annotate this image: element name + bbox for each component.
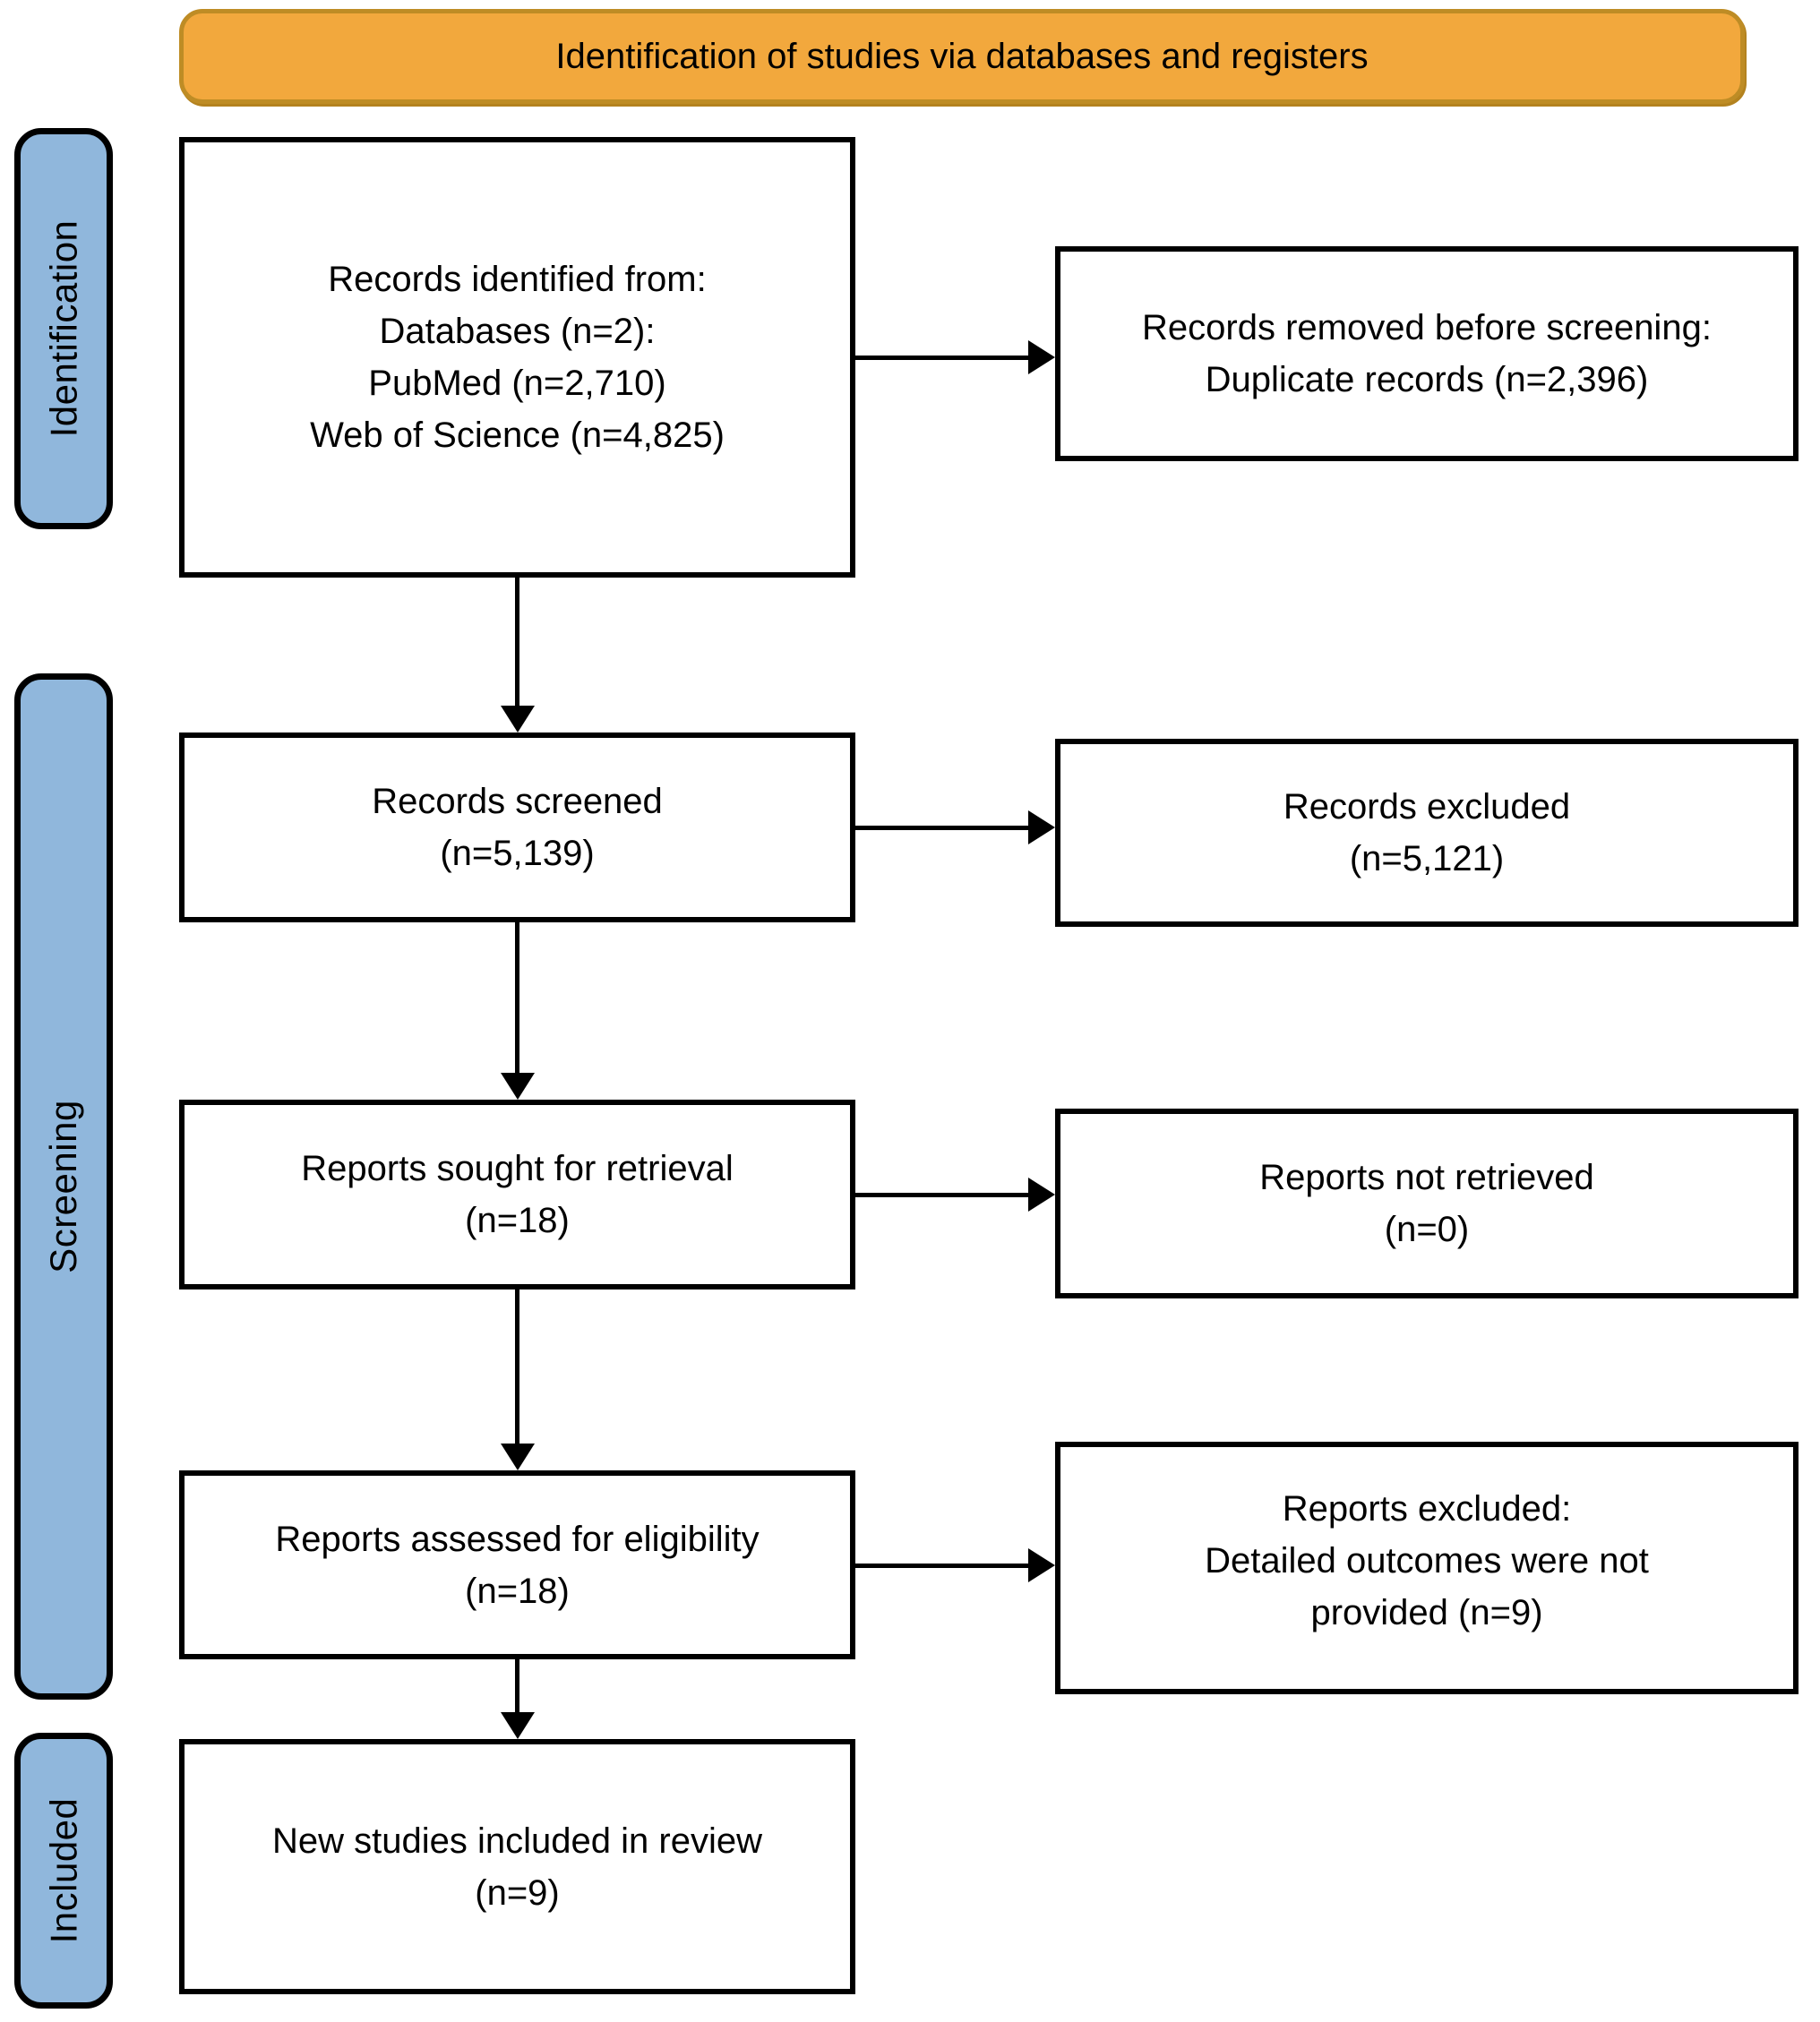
reports-assessed-line: Reports assessed for eligibility	[275, 1519, 760, 1559]
stage-label-screening-text: Screening	[42, 1100, 84, 1273]
new-studies-included-box: New studies included in review (n=9)	[179, 1739, 855, 1994]
reports-assessed-line: (n=18)	[465, 1571, 570, 1611]
records-screened-line: (n=5,139)	[440, 834, 595, 873]
records-identified-box: Records identified from: Databases (n=2)…	[179, 137, 855, 578]
arrow-down-icon	[501, 1073, 535, 1100]
stage-label-included: Included	[14, 1733, 113, 2009]
new-studies-included-line: New studies included in review	[272, 1821, 762, 1861]
arrow-right-icon	[1028, 340, 1055, 374]
new-studies-included-line: (n=9)	[475, 1872, 560, 1913]
reports-sought-box: Reports sought for retrieval (n=18)	[179, 1100, 855, 1289]
arrow-line	[515, 922, 519, 1075]
records-screened-box: Records screened (n=5,139)	[179, 733, 855, 922]
reports-excluded-box: Reports excluded: Detailed outcomes were…	[1055, 1442, 1799, 1694]
records-excluded-line: (n=5,121)	[1349, 839, 1505, 878]
records-removed-line: Duplicate records (n=2,396)	[1205, 360, 1649, 399]
arrow-line	[855, 826, 1030, 830]
banner-identification-via-databases: Identification of studies via databases …	[179, 9, 1745, 104]
stage-label-identification: Identification	[14, 128, 113, 529]
arrow-right-icon	[1028, 1548, 1055, 1582]
records-removed-box: Records removed before screening: Duplic…	[1055, 246, 1799, 461]
reports-sought-line: Reports sought for retrieval	[301, 1149, 734, 1188]
arrow-down-icon	[501, 706, 535, 733]
reports-sought-line: (n=18)	[465, 1201, 570, 1240]
reports-assessed-box: Reports assessed for eligibility (n=18)	[179, 1470, 855, 1659]
reports-excluded-line: provided (n=9)	[1310, 1593, 1543, 1632]
arrow-right-icon	[1028, 1178, 1055, 1212]
arrow-line	[855, 1564, 1030, 1568]
records-identified-line: Databases (n=2):	[379, 312, 656, 351]
arrow-line	[515, 1659, 519, 1715]
stage-label-included-text: Included	[42, 1797, 85, 1944]
arrow-down-icon	[501, 1444, 535, 1470]
arrow-down-icon	[501, 1712, 535, 1739]
reports-excluded-line: Reports excluded:	[1282, 1489, 1572, 1529]
reports-not-retrieved-line: Reports not retrieved	[1259, 1158, 1594, 1197]
reports-not-retrieved-line: (n=0)	[1384, 1210, 1470, 1249]
arrow-line	[855, 1193, 1030, 1197]
records-screened-line: Records screened	[372, 782, 663, 821]
records-identified-line: Web of Science (n=4,825)	[310, 416, 725, 455]
arrow-line	[855, 356, 1030, 360]
records-excluded-line: Records excluded	[1283, 787, 1571, 827]
records-excluded-box: Records excluded (n=5,121)	[1055, 739, 1799, 927]
stage-label-screening: Screening	[14, 673, 113, 1700]
banner-title: Identification of studies via databases …	[555, 36, 1369, 76]
records-removed-line: Records removed before screening:	[1142, 308, 1712, 347]
records-identified-line: Records identified from:	[328, 260, 707, 299]
arrow-line	[515, 1289, 519, 1445]
reports-excluded-line: Detailed outcomes were not	[1205, 1541, 1649, 1581]
stage-label-identification-text: Identification	[42, 219, 85, 438]
arrow-right-icon	[1028, 810, 1055, 844]
records-identified-line: PubMed (n=2,710)	[368, 364, 666, 403]
arrow-line	[515, 578, 519, 707]
reports-not-retrieved-box: Reports not retrieved (n=0)	[1055, 1109, 1799, 1298]
